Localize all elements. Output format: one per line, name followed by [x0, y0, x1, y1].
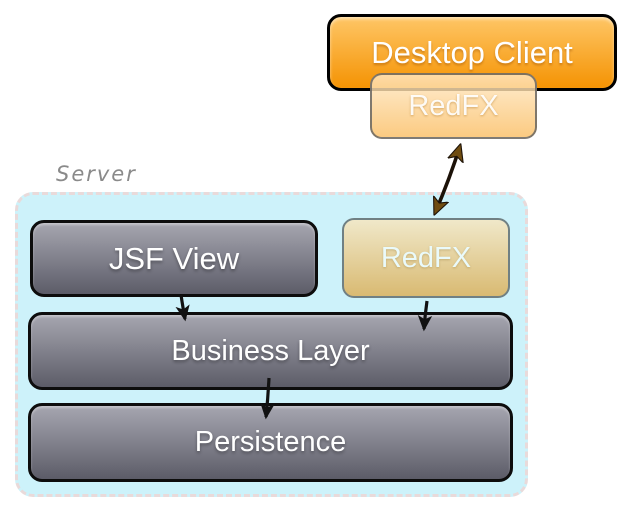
server-redfx-label: RedFX [380, 241, 472, 274]
persistence-node: Persistence [28, 403, 513, 482]
jsf-view-label: JSF View [108, 240, 240, 276]
jsf-view-node: JSF View [30, 220, 318, 297]
client-redfx-node: RedFX [370, 73, 537, 139]
business-layer-label: Business Layer [171, 334, 370, 367]
server-redfx-node: RedFX [342, 218, 510, 298]
desktop-client-label: Desktop Client [371, 34, 573, 70]
server-group-label: Server [56, 162, 137, 186]
client-redfx-label: RedFX [408, 89, 499, 122]
persistence-label: Persistence [194, 426, 347, 458]
business-layer-node: Business Layer [28, 312, 513, 390]
